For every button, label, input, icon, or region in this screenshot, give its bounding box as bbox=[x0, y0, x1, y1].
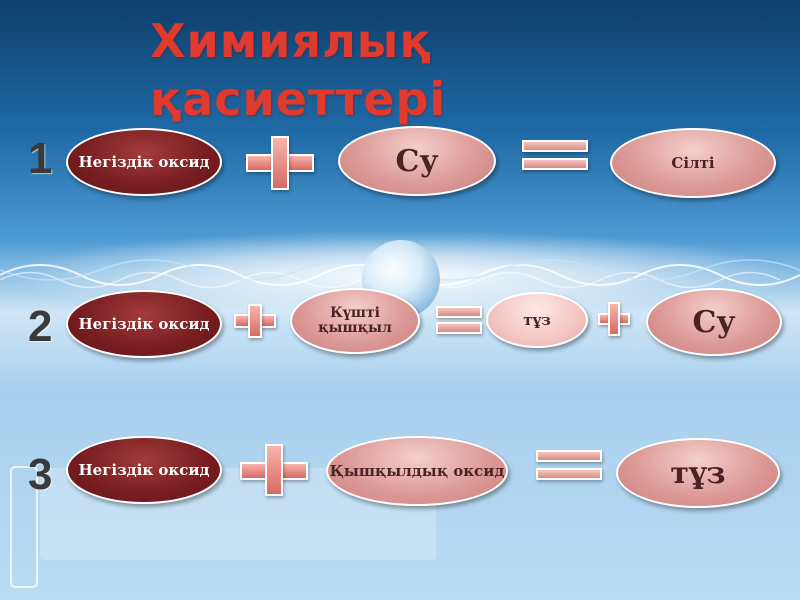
row-1-reactant-2: Су bbox=[338, 126, 496, 196]
row-1-product: Сілті bbox=[610, 128, 776, 198]
row-3-plus-icon bbox=[240, 444, 308, 496]
row-2-plus-icon-1 bbox=[234, 304, 278, 338]
row-2-product-2: Су bbox=[646, 288, 782, 356]
row-1-reactant-1: Негіздік оксид bbox=[66, 128, 222, 196]
row-2-product-1: тұз bbox=[486, 292, 588, 348]
row-2-number: 2 bbox=[28, 302, 53, 351]
row-2-equals-icon bbox=[436, 306, 482, 336]
row-3-number: 3 bbox=[28, 450, 53, 499]
row-3-reactant-1: Негіздік оксид bbox=[66, 436, 222, 504]
row-3-equals-icon bbox=[536, 450, 602, 484]
row-1-number: 1 bbox=[28, 134, 53, 183]
row-2-plus-icon-2 bbox=[598, 302, 632, 336]
device-outline bbox=[10, 466, 38, 588]
row-1-equals-icon bbox=[522, 140, 588, 172]
row-2-reactant-1: Негіздік оксид bbox=[66, 290, 222, 358]
slide-title: Химиялық қасиеттері bbox=[150, 14, 447, 126]
row-3-reactant-2: Қышқылдық оксид bbox=[326, 436, 508, 506]
row-3-product: тұз bbox=[616, 438, 780, 508]
row-1-plus-icon bbox=[246, 136, 314, 190]
row-2-reactant-2: Күшті қышқыл bbox=[290, 288, 420, 354]
